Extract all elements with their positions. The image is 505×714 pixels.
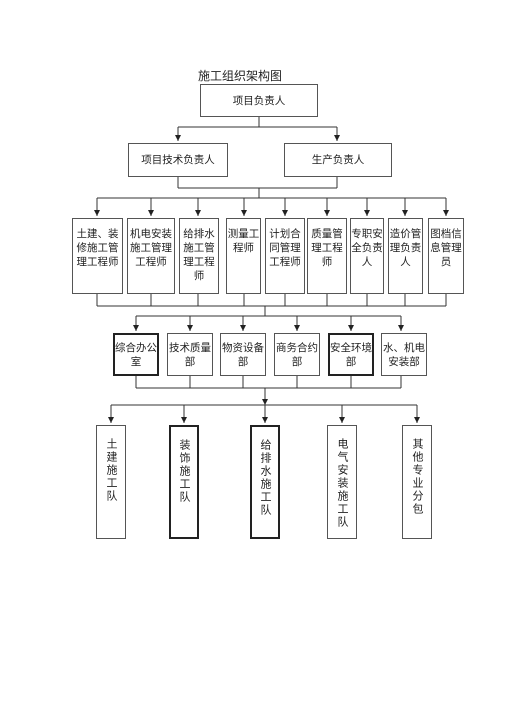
node-label: 生产负责人 (311, 154, 365, 166)
node-label: 土建施工队 (105, 438, 118, 503)
node-label: 综合办公室 (115, 341, 157, 368)
node-document-admin: 图档信息管理员 (428, 218, 464, 294)
team-plumbing: 给排水施工队 (250, 425, 280, 539)
team-civil: 土建施工队 (96, 425, 126, 539)
node-label: 物资设备部 (222, 341, 264, 368)
node-label: 其他专业分包 (411, 438, 424, 516)
node-label: 机电安装施工管理工程师 (130, 228, 172, 268)
team-other-subcontract: 其他专业分包 (402, 425, 432, 539)
node-technical-head: 项目技术负责人 (128, 143, 228, 177)
node-label: 技术质量部 (169, 341, 211, 368)
team-electrical: 电气安装施工队 (327, 425, 357, 539)
node-label: 项目技术负责人 (141, 154, 215, 166)
dept-technical-quality: 技术质量部 (167, 333, 213, 376)
node-label: 项目负责人 (232, 94, 286, 107)
node-label: 计划合同管理工程师 (269, 228, 301, 268)
node-label: 质量管理工程师 (311, 228, 343, 268)
node-label: 给排水施工队 (259, 439, 272, 517)
node-label: 安全环境部 (330, 341, 372, 368)
node-label: 测量工程师 (227, 228, 260, 254)
node-contract-engineer: 计划合同管理工程师 (265, 218, 305, 294)
dept-materials-equipment: 物资设备部 (220, 333, 266, 376)
diagram-title: 施工组织架构图 (198, 69, 283, 83)
team-decoration: 装饰施工队 (169, 425, 199, 539)
node-mep-engineer: 机电安装施工管理工程师 (127, 218, 175, 294)
dept-commercial-contracts: 商务合约部 (274, 333, 320, 376)
dept-general-office: 综合办公室 (113, 333, 159, 376)
node-label: 给排水施工管理工程师 (183, 228, 215, 282)
node-label: 土建、装修施工管理工程师 (76, 228, 119, 268)
node-plumbing-engineer: 给排水施工管理工程师 (179, 218, 219, 294)
node-quality-engineer: 质量管理工程师 (307, 218, 347, 294)
node-label: 水、机电安装部 (383, 341, 425, 368)
node-label: 图档信息管理员 (430, 228, 462, 268)
node-label: 装饰施工队 (178, 439, 191, 504)
node-cost-head: 造价管理负责人 (388, 218, 423, 294)
node-survey-engineer: 测量工程师 (226, 218, 261, 294)
dept-safety-environment: 安全环境部 (328, 333, 374, 376)
node-label: 专职安全负责人 (351, 228, 383, 268)
node-label: 电气安装施工队 (336, 438, 349, 529)
node-label: 商务合约部 (276, 341, 318, 368)
dept-mep-installation: 水、机电安装部 (381, 333, 427, 376)
node-label: 造价管理负责人 (389, 228, 422, 268)
node-safety-head: 专职安全负责人 (350, 218, 384, 294)
node-production-head: 生产负责人 (284, 143, 392, 177)
node-project-head: 项目负责人 (200, 84, 318, 117)
node-civil-engineer: 土建、装修施工管理工程师 (72, 218, 123, 294)
